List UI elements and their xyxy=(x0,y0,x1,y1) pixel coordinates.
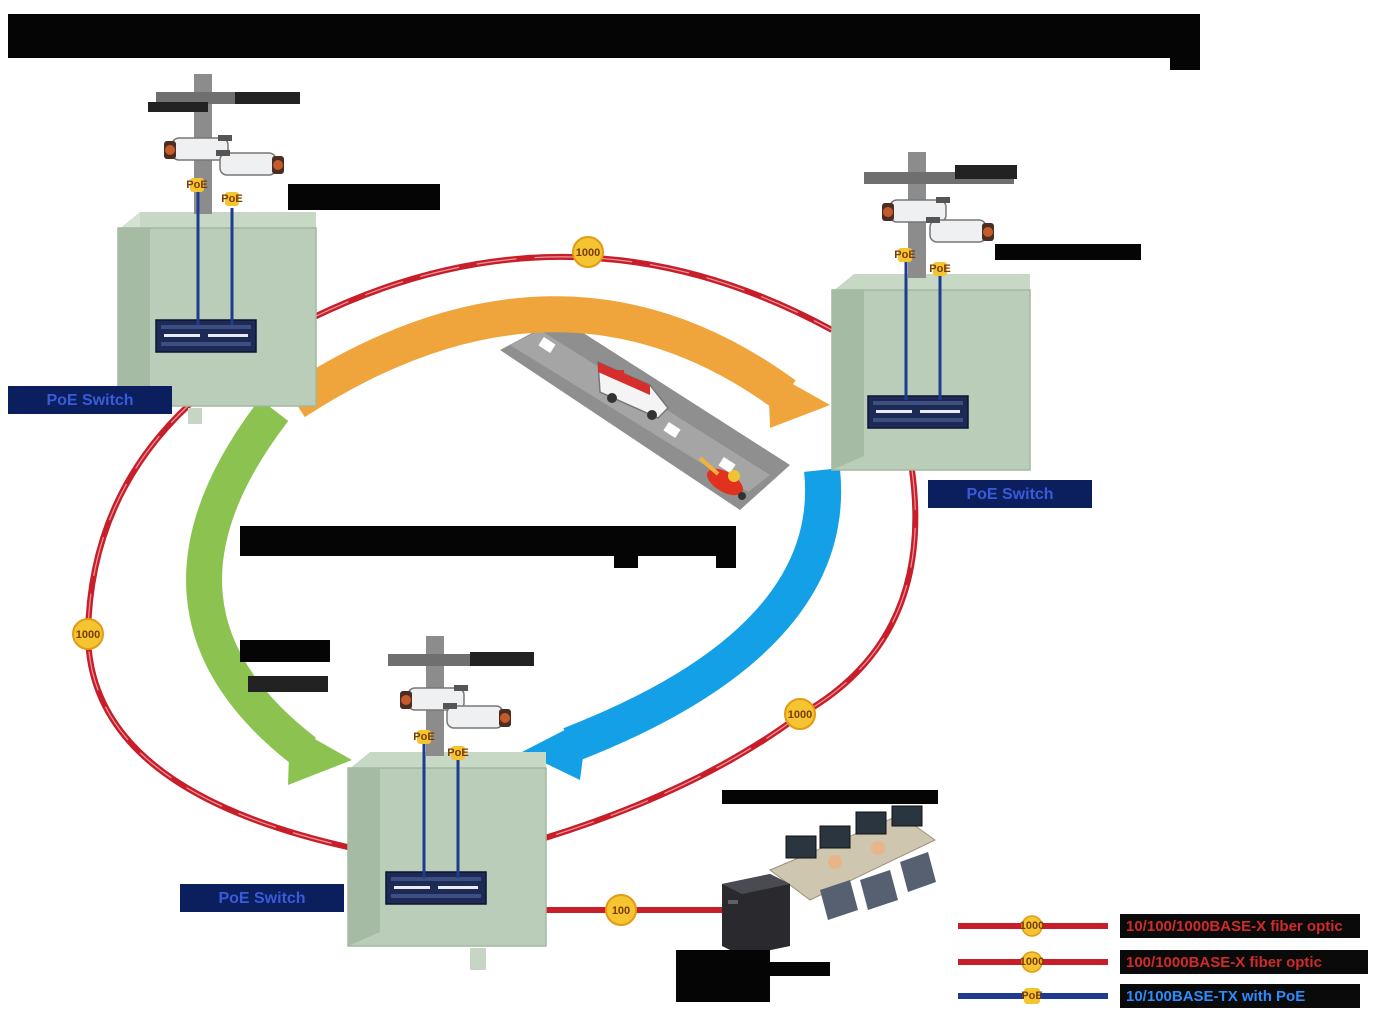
legend-badge-text: 1000 xyxy=(1020,956,1044,968)
switch-label-top-left: PoE Switch xyxy=(8,386,172,414)
poe-badge: PoE xyxy=(894,248,916,262)
ambulance-icon xyxy=(597,360,669,420)
poe-badge-text: PoE xyxy=(894,249,915,261)
legend-badge-text: 1000 xyxy=(1020,920,1044,932)
poe-badge: PoE xyxy=(221,192,243,206)
flow-arrow-orange xyxy=(285,296,830,428)
poe-badge-text: PoE xyxy=(447,747,468,759)
poe-badge-text: PoE xyxy=(186,179,207,191)
poe-badge-text: PoE xyxy=(413,731,434,743)
legend-item-fiber-1: 1000 10/100/1000BASE-X fiber optic xyxy=(958,914,1360,938)
cctv-camera-icon xyxy=(215,149,285,176)
cam-label-bars-top-right xyxy=(955,165,1141,260)
speed-badge-text: 1000 xyxy=(76,629,100,641)
motorbike-icon xyxy=(698,456,746,500)
cctv-camera-icon xyxy=(925,216,995,243)
poe-badge-text: PoE xyxy=(221,193,242,205)
cabinet-top-right xyxy=(831,274,1031,471)
speed-badge-text: 1000 xyxy=(576,247,600,259)
cabinet-top-left xyxy=(117,212,317,424)
cabinet-bottom xyxy=(347,752,547,970)
poe-badge: PoE xyxy=(413,730,435,744)
speed-badge-left: 1000 xyxy=(72,618,104,650)
switch-label-text: PoE Switch xyxy=(966,486,1053,503)
switch-label-text: PoE Switch xyxy=(46,392,133,409)
cam-label-bars-top-left xyxy=(148,92,440,210)
legend: 1000 10/100/1000BASE-X fiber optic 1000 … xyxy=(958,914,1368,1008)
poe-badge: PoE xyxy=(447,746,469,760)
speed-badge-text: 100 xyxy=(612,905,630,917)
speed-badge-right: 1000 xyxy=(784,698,816,730)
switch-label-bottom: PoE Switch xyxy=(180,884,344,912)
speed-badge-text: 1000 xyxy=(788,709,812,721)
poe-badge-text: PoE xyxy=(929,263,950,275)
control-room-operators-icon xyxy=(722,790,938,920)
legend-item-fiber-2: 1000 100/1000BASE-X fiber optic xyxy=(958,950,1368,974)
center-label-bar xyxy=(240,526,736,568)
switch-label-top-right: PoE Switch xyxy=(928,480,1092,508)
flow-arrow-blue xyxy=(522,468,842,780)
legend-item-copper: PoE 10/100BASE-TX with PoE xyxy=(958,984,1360,1008)
page-title-bar xyxy=(8,14,1200,70)
cam-label-bars-bottom xyxy=(240,640,534,692)
legend-label: 10/100BASE-TX with PoE xyxy=(1126,988,1305,1005)
cctv-camera-icon xyxy=(442,702,512,729)
switch-label-text: PoE Switch xyxy=(218,890,305,907)
speed-badge-top: 1000 xyxy=(572,236,604,268)
road xyxy=(500,318,790,510)
poe-badge: PoE xyxy=(929,262,951,276)
poe-badge: PoE xyxy=(186,178,208,192)
speed-badge-nvr: 100 xyxy=(605,894,637,926)
legend-label: 100/1000BASE-X fiber optic xyxy=(1126,954,1322,971)
nvr-server-icon xyxy=(676,874,830,1002)
flow-arrow-green xyxy=(186,399,352,785)
legend-badge-text: PoE xyxy=(1021,990,1042,1002)
legend-label: 10/100/1000BASE-X fiber optic xyxy=(1126,918,1343,935)
